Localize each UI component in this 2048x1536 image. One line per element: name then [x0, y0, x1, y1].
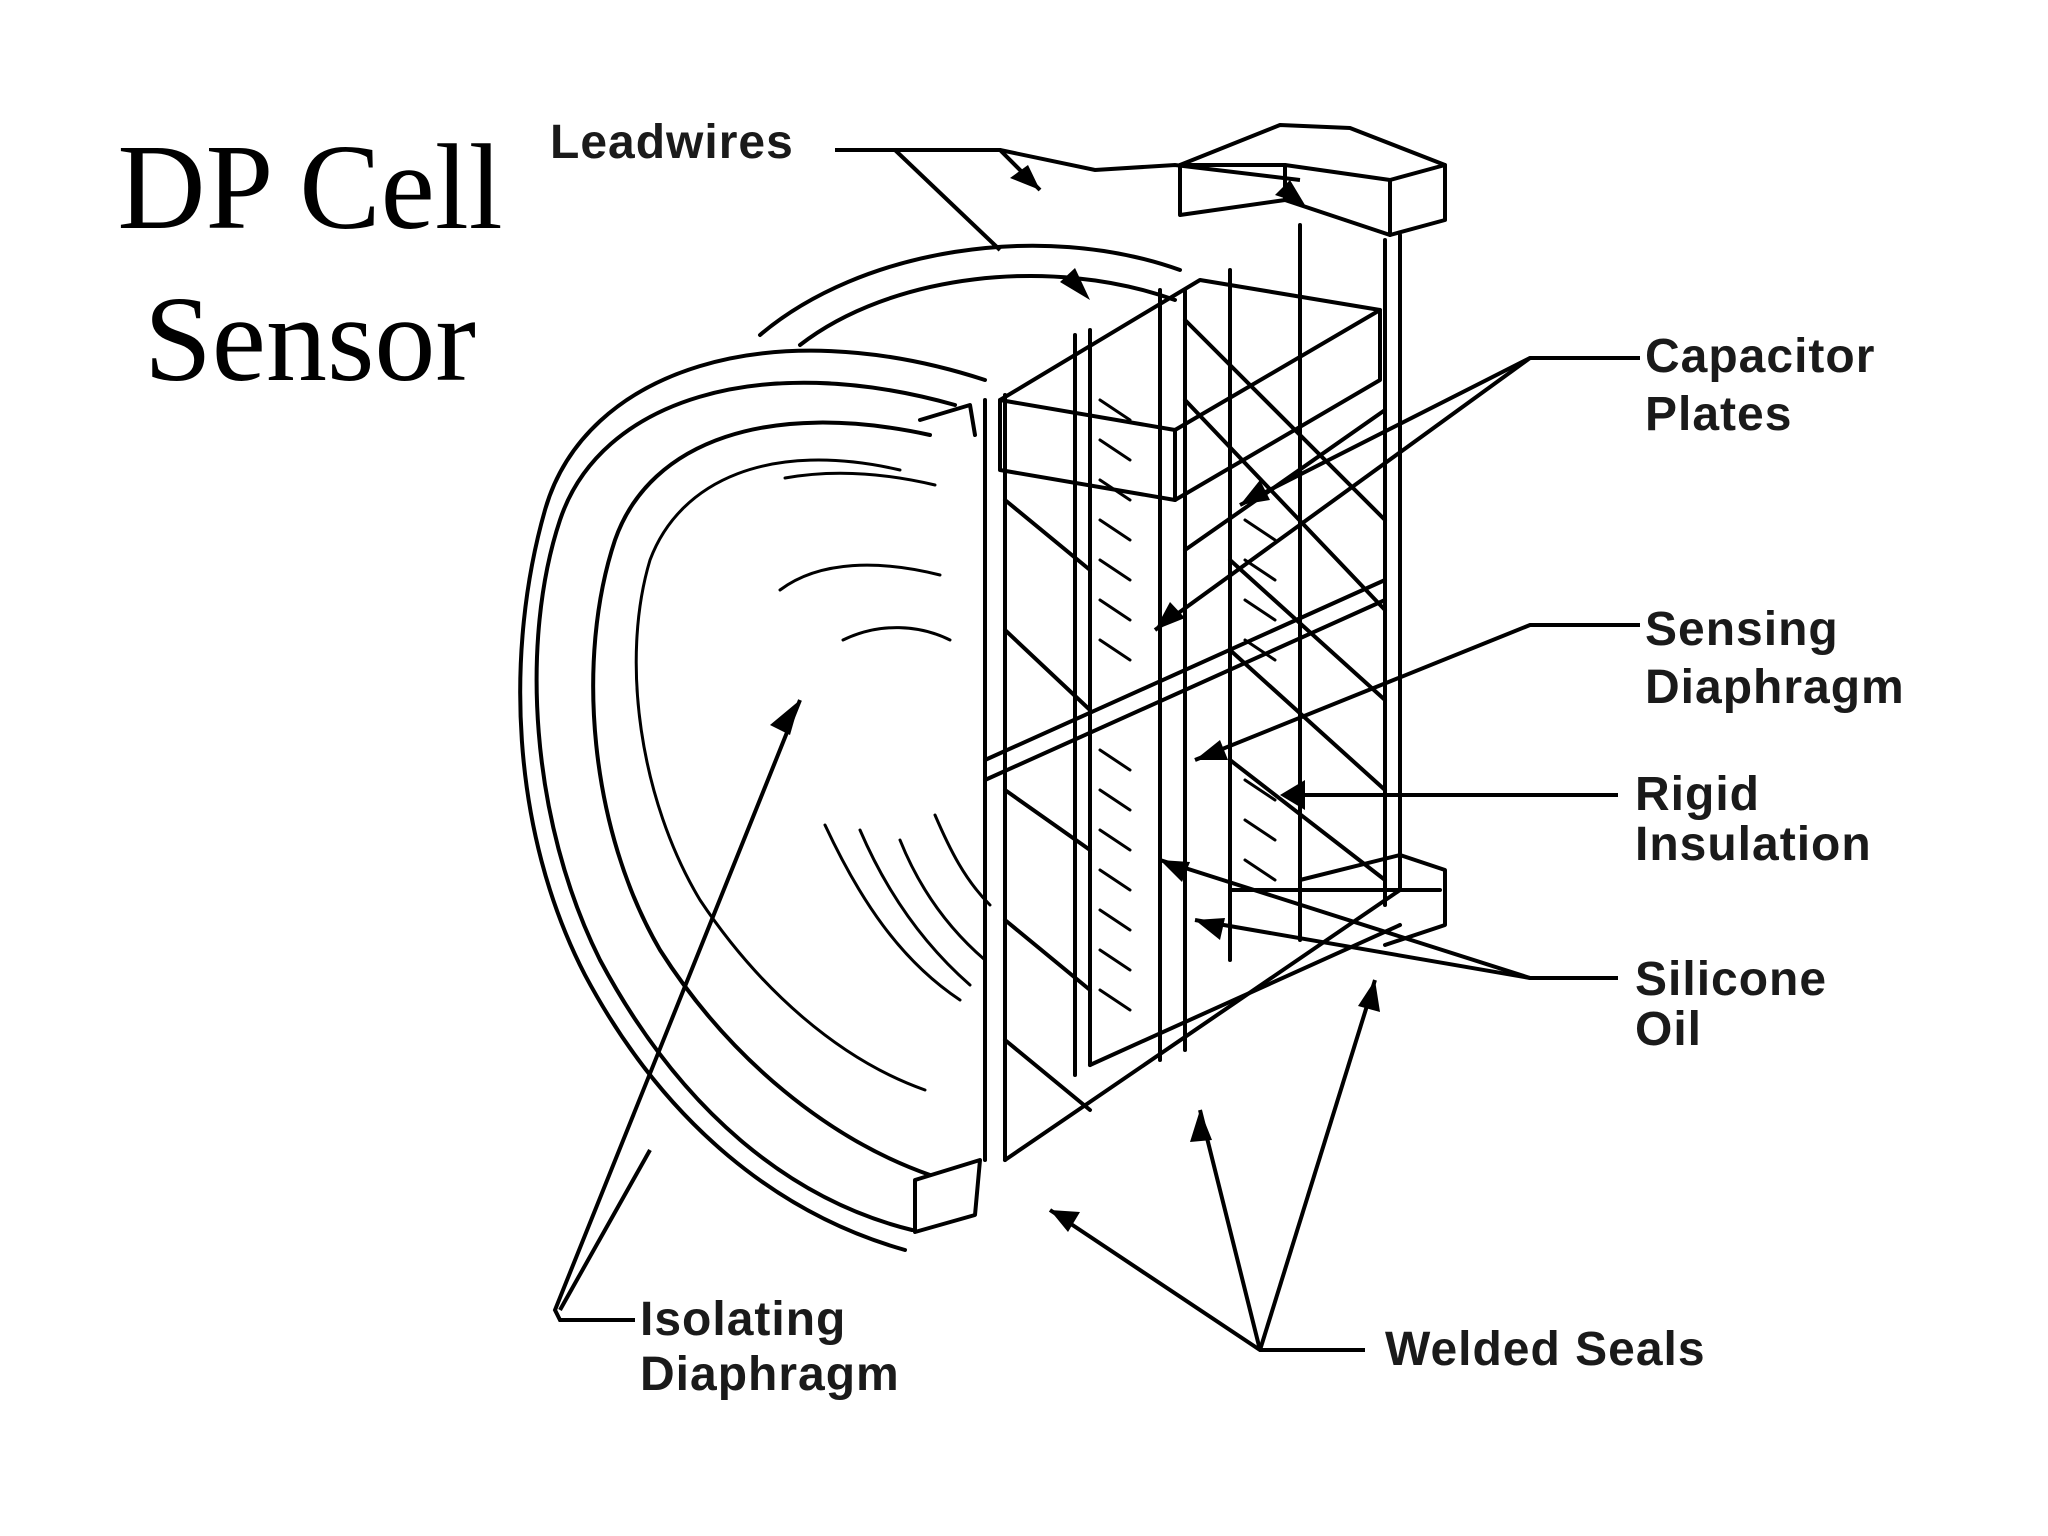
- label-leadwires: Leadwires: [550, 116, 794, 169]
- label-sensing-diaphragm-line-2: Diaphragm: [1645, 661, 1905, 714]
- label-sensing-diaphragm-line-1: Sensing: [1645, 603, 1839, 656]
- slide-title-line-1: DP Cell: [117, 120, 503, 255]
- callout-labels: Leadwires Capacitor Plates Sensing Diaph…: [550, 116, 1905, 1401]
- label-capacitor-plates-line-2: Plates: [1645, 388, 1792, 441]
- label-capacitor-plates-line-1: Capacitor: [1645, 330, 1875, 383]
- label-rigid-insulation-line-2: Insulation: [1635, 818, 1872, 871]
- slide-title: DP Cell Sensor: [40, 112, 580, 416]
- label-silicone-oil-line-2: Oil: [1635, 1003, 1702, 1056]
- sensor-body-illustration: [518, 123, 1447, 1252]
- slide-title-line-2: Sensor: [143, 272, 477, 407]
- label-isolating-diaphragm-line-2: Diaphragm: [640, 1348, 900, 1401]
- leader-lines: [552, 148, 1640, 1352]
- label-silicone-oil-line-1: Silicone: [1635, 953, 1827, 1006]
- label-rigid-insulation-line-1: Rigid: [1635, 768, 1760, 821]
- label-welded-seals: Welded Seals: [1385, 1323, 1706, 1376]
- label-isolating-diaphragm-line-1: Isolating: [640, 1293, 846, 1346]
